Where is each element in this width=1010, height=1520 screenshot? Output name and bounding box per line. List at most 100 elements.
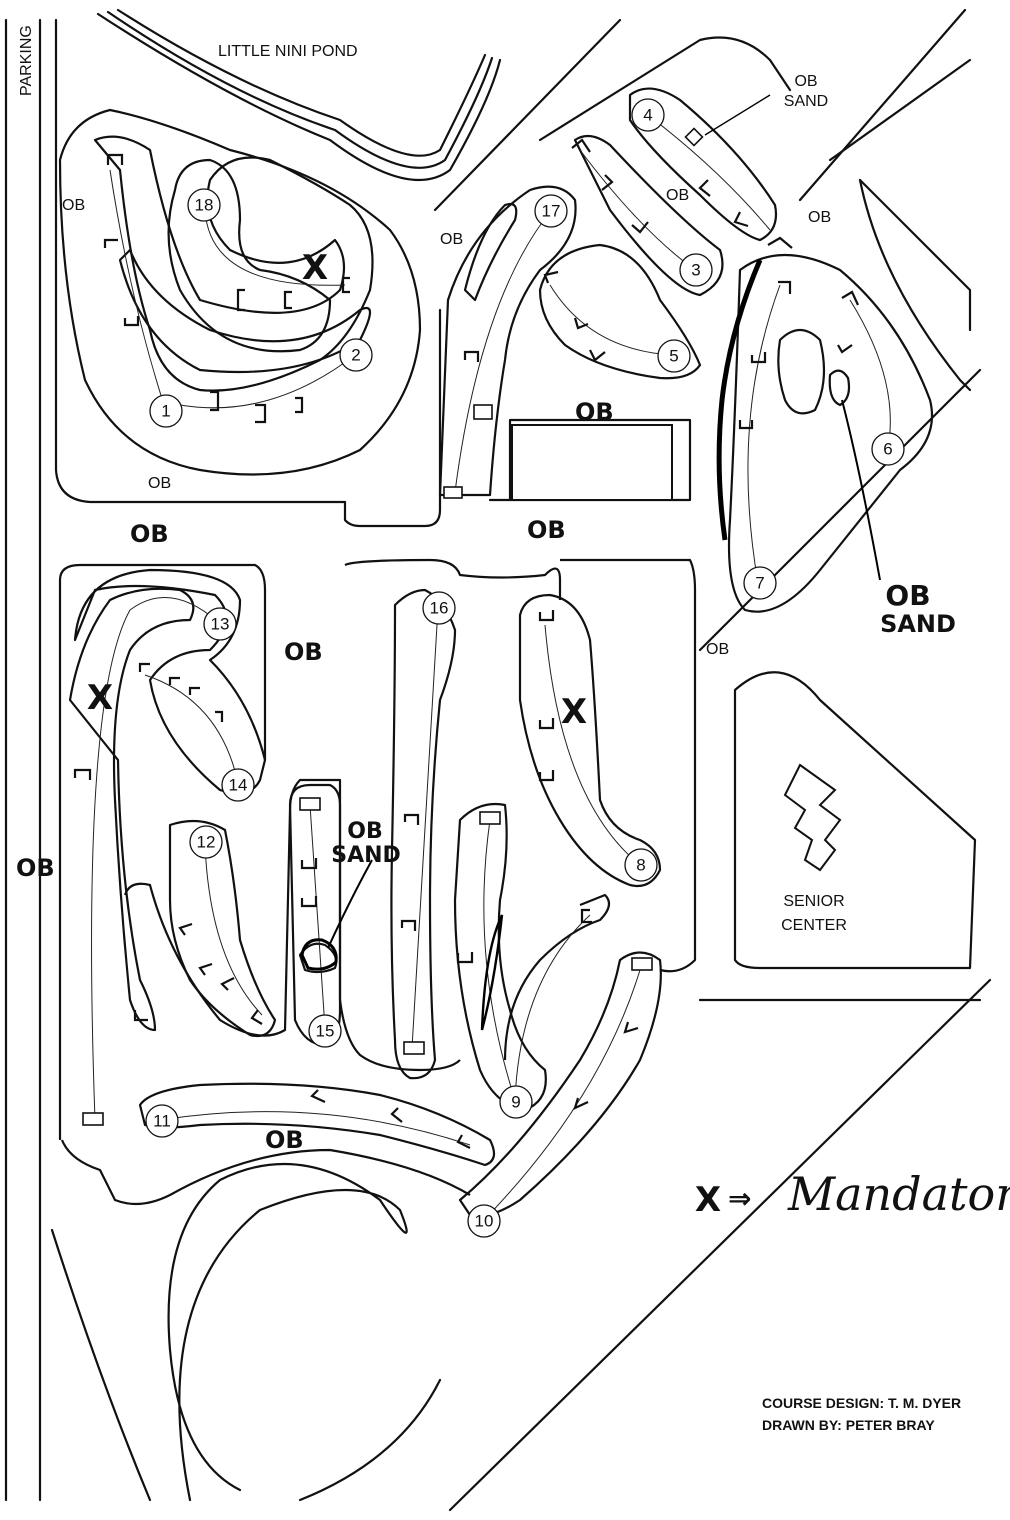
line-hole-11 xyxy=(159,1111,471,1146)
ob-sand-label-4-line1: OB xyxy=(794,73,817,90)
mandatory-mark-13: X xyxy=(87,678,113,718)
pond-shore-1 xyxy=(96,12,502,182)
basket-mark xyxy=(300,896,318,908)
basket-mark xyxy=(341,276,350,294)
legend-text: Mandatory xyxy=(787,1167,1010,1221)
fairway-17-left xyxy=(463,202,518,302)
basket-mark xyxy=(750,352,767,364)
basket-mark xyxy=(573,317,589,330)
diag-road-2 xyxy=(538,36,792,142)
ob-sand-hand-6-line1: OB xyxy=(885,579,930,612)
ob-sand-hand-15-line1: OB xyxy=(347,819,382,844)
basket-mark xyxy=(778,280,792,294)
fairway-12 xyxy=(168,819,277,1038)
ob-label: OB xyxy=(706,641,729,658)
fairway-4 xyxy=(628,87,778,242)
fairway-11 xyxy=(138,1082,496,1167)
hole-11-number: 11 xyxy=(153,1112,171,1131)
legend: X ⇒ Mandatory xyxy=(695,1167,1010,1221)
ob-hand-label: OB xyxy=(527,516,566,544)
basket-mark xyxy=(538,718,555,730)
basket-mark xyxy=(463,350,480,362)
right-upper-road xyxy=(858,178,972,332)
east-road-diag xyxy=(448,978,992,1512)
basket-mark xyxy=(295,396,304,414)
roads xyxy=(4,8,992,1512)
tee-15 xyxy=(299,797,321,811)
line-hole-12 xyxy=(204,844,263,1016)
hole-6-marker: 6 xyxy=(871,432,905,466)
basket-mark xyxy=(103,238,118,248)
basket-mark xyxy=(543,270,559,284)
basket-mark xyxy=(456,952,474,964)
line-hole-7 xyxy=(747,284,781,584)
fairway-11-outer xyxy=(60,1139,471,1206)
line-hole-6 xyxy=(849,299,891,449)
right-mid-road xyxy=(858,178,972,392)
hole-12-marker: 12 xyxy=(189,825,223,859)
line-hole-18 xyxy=(204,209,346,286)
hole-17-marker: 17 xyxy=(534,194,568,228)
fairways xyxy=(58,87,934,1218)
hole-9-marker: 9 xyxy=(499,1085,533,1119)
fairway-18-inner xyxy=(167,158,332,353)
mandatory-mark-18: X xyxy=(302,248,328,288)
ob-sand-pointer-15 xyxy=(327,859,373,949)
hand-drawn xyxy=(300,94,881,1031)
line-hole-17 xyxy=(454,211,551,493)
hole-15-number: 15 xyxy=(316,1022,335,1041)
basket-mark xyxy=(400,919,417,931)
hole-14-marker: 14 xyxy=(221,768,255,802)
hole-6-number: 6 xyxy=(883,440,892,459)
legend-x-symbol: X xyxy=(695,1180,721,1220)
hole-2-number: 2 xyxy=(351,346,360,365)
basket-mark xyxy=(837,344,853,354)
basket-mark xyxy=(168,676,180,685)
basket-mark xyxy=(841,290,859,306)
basket-mark xyxy=(73,768,92,780)
basket-mark xyxy=(456,1134,471,1149)
handwritten-labels: OB OB OB OB OB OB OB SAND OB SAND xyxy=(16,398,956,1154)
fairway-5 xyxy=(538,243,702,380)
diag-road-1 xyxy=(433,18,622,212)
basket-mark xyxy=(138,662,150,672)
basket-mark xyxy=(188,686,200,695)
diag-road-4 xyxy=(828,58,972,162)
ob-hand-label: OB xyxy=(284,638,323,666)
hole-1-marker: 1 xyxy=(149,394,183,428)
fairway-13-outer xyxy=(58,563,267,760)
diag-road-3 xyxy=(798,8,967,202)
baskets xyxy=(73,138,859,1149)
hole-12-number: 12 xyxy=(197,833,216,852)
basket-mark xyxy=(538,610,555,622)
senior-road xyxy=(733,671,977,970)
hole-3-number: 3 xyxy=(691,261,700,280)
mid-road-top xyxy=(343,308,442,528)
basket-mark xyxy=(220,977,235,991)
sand-15-hand xyxy=(300,938,338,971)
hole-4-marker: 4 xyxy=(631,98,665,132)
senior-center-label-1: SENIOR xyxy=(783,893,844,910)
line-hole-3 xyxy=(579,149,696,271)
fairway-15 xyxy=(288,783,342,1047)
basket-mark xyxy=(106,153,124,165)
line-hole-1 xyxy=(109,169,166,409)
fairway-13-long xyxy=(68,587,195,1032)
basket-mark xyxy=(698,179,711,197)
hole-13-number: 13 xyxy=(211,615,230,634)
basket-mark xyxy=(767,236,793,249)
tee-17 xyxy=(443,486,463,499)
basket-mark xyxy=(390,1107,403,1123)
tee-17b xyxy=(473,404,493,420)
ob-label: OB xyxy=(148,475,171,492)
circle-drive-inner xyxy=(167,1162,408,1502)
leaf-mark-9 xyxy=(480,914,504,1031)
building-ob xyxy=(511,424,673,501)
basket-mark xyxy=(236,288,245,312)
east-road-1 xyxy=(698,368,982,652)
hole-numbers: 1 2 3 4 5 6 7 8 9 10 11 12 13 14 15 16 1… xyxy=(145,98,905,1238)
fairway-9 xyxy=(453,802,547,1112)
fairway-17 xyxy=(438,185,577,497)
fairway-16-outer xyxy=(344,558,562,600)
fairway-16 xyxy=(390,588,457,1080)
